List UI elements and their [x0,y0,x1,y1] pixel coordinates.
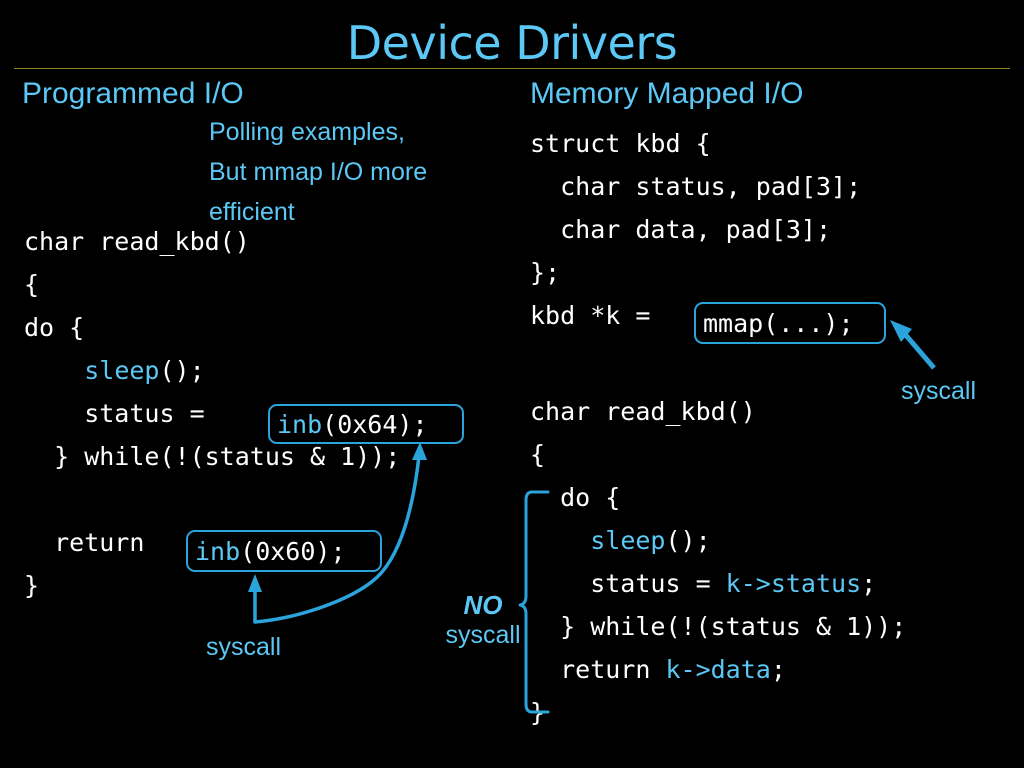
annotation-block: Polling examples, But mmap I/O more effi… [209,112,427,232]
code-line: kbd *k = [530,301,666,330]
heading-programmed-io: Programmed I/O [22,77,244,110]
code-line: status = [24,399,220,428]
token-k-status: k->status [725,569,862,598]
code-line: do { [530,483,621,512]
token-inb: inb [277,409,323,439]
token-k-data: k->data [665,655,771,684]
code-line-sleep: sleep(); [84,356,205,385]
code-line: char status, pad[3]; [530,172,862,201]
code-line: } while(!(status & 1)); [530,612,907,641]
inb-0x60-box[interactable]: inb(0x60); [186,530,382,572]
token-sleep: sleep [84,356,160,385]
token-inb-args: (0x64); [322,409,428,439]
code-line: }; [530,258,561,287]
title-divider [14,68,1010,69]
no-syscall-label: NO syscall [437,590,529,650]
code-line: char data, pad[3]; [530,215,832,244]
code-line: { [530,440,546,469]
code-line: } [24,571,40,600]
inb-0x64-box[interactable]: inb(0x64); [268,404,464,444]
annotation-line-2: But mmap I/O more [209,158,428,186]
no-syscall-text: syscall [445,621,521,649]
code-block-memory-mapped-io: char read_kbd() { do { sleep(); status = … [530,390,906,734]
heading-memory-mapped-io: Memory Mapped I/O [530,77,804,110]
code-line: { [24,270,40,299]
code-line: do { [24,313,85,342]
code-line-status: status = k->status; [530,569,877,598]
code-line-return: return k->data; [530,655,786,684]
syscall-label-right: syscall [901,377,977,405]
code-line: char read_kbd() [530,397,756,426]
code-block-struct-kbd: struct kbd { char status, pad[3]; char d… [530,122,861,337]
code-line: return [24,528,160,557]
no-syscall-emphasis: NO [463,590,503,620]
token-sleep: sleep [590,526,666,555]
mmap-box[interactable]: mmap(...); [694,302,886,344]
syscall-arrow-right [890,320,936,370]
token-mmap: mmap(...); [703,308,854,338]
code-line-sleep: sleep(); [590,526,711,555]
code-line-blank [24,478,400,521]
token-inb-args: (0x60); [240,536,346,566]
code-line: struct kbd { [530,129,711,158]
token-inb: inb [195,536,241,566]
annotation-line-1: Polling examples, [209,118,405,146]
page-title: Device Drivers [346,16,678,70]
annotation-line-3: efficient [209,198,295,226]
code-line: char read_kbd() [24,227,250,256]
syscall-label-left: syscall [206,633,282,661]
code-line: } [530,698,546,727]
